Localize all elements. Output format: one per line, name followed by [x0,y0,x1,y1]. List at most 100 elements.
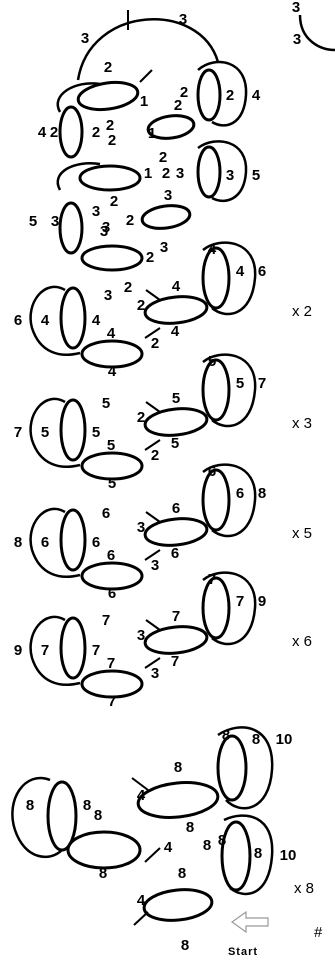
chain-arc [56,161,101,191]
stitch-count-label: 4 [252,87,261,104]
stitch-count-label: 2 [92,124,100,141]
stitch-count-label: 8 [14,534,22,551]
stitch-count-label: 6 [102,505,110,522]
ring-right [201,358,231,422]
stitch-count-label: 7 [171,653,179,670]
stitch-count-label: 2 [50,124,58,141]
stitch-count-label: 2 [162,165,170,182]
chain-arc [223,814,274,896]
top-chain-arc [76,18,220,81]
stitch-count-label: 6 [41,534,49,551]
hanging-chain-arc [29,397,81,468]
stitch-count-label: 4 [107,325,116,342]
picot-tick [144,847,161,863]
picot-tick [131,777,149,791]
ring-right-2 [196,145,222,199]
ring-center-bottom-3 [142,888,214,922]
stitch-count-label: 6 [92,534,100,551]
ring-center-3 [140,204,192,230]
ring-left [59,508,87,572]
stitch-count-label: 4 [108,363,117,380]
stitch-count-label: 2 [110,193,118,210]
ring-center-bottom-2 [66,830,142,870]
stitch-count-label: 1 [144,165,152,182]
stitch-count-label: 6 [14,312,22,329]
stitch-count-label: 6 [258,263,266,280]
stitch-count-label: 7 [92,642,100,659]
stitch-count-label: 5 [252,167,260,184]
stitch-count-label: 3 [51,213,59,230]
hash-mark: # [314,924,323,941]
stitch-count-label: 4 [137,787,146,804]
stitch-count-label: 4 [137,892,146,909]
stitch-count-label: 3 [92,203,100,220]
stitch-count-label: 2 [174,97,182,114]
stitch-count-label: 3 [100,223,108,240]
stitch-count-label: 2 [124,279,132,296]
chain-arc [217,726,274,810]
stitch-count-label: 3 [176,165,184,182]
stitch-count-label: 8 [99,865,107,882]
hanging-chain-arc [29,285,81,356]
stitch-count-label: 5 [29,213,37,230]
stitch-count-label: 7 [107,655,115,672]
stitch-count-label: 4 [164,839,173,856]
ring-center-bottom-1 [136,781,220,819]
stitch-count-label: 2 [137,297,145,314]
stitch-count-label: 8 [203,837,211,854]
ring-left-bottom [46,780,78,852]
picot-tick [144,327,161,339]
ring-top-center [76,80,140,112]
stitch-count-label: 4 [171,323,180,340]
hanging-chain-arc [202,353,257,428]
stitch-count-label: 7 [108,693,116,710]
stitch-count-label: 2 [106,117,114,134]
picot-tick [139,69,153,83]
hanging-chain-arc [202,571,257,646]
stitch-count-label: 8 [94,807,102,824]
stitch-count-label: 8 [26,797,34,814]
stitch-count-label: 4 [92,312,101,329]
stitch-count-label: 9 [14,642,22,659]
stitch-count-label: 7 [236,593,244,610]
repeat-count-label: x 5 [292,525,312,542]
picot-tick [145,401,161,413]
stitch-count-label: 6 [108,585,116,602]
stitch-count-label: 5 [172,390,180,407]
ring-center-left [80,339,144,369]
ring-center-right [143,295,209,325]
stitch-count-label: 5 [41,424,49,441]
stitch-count-label: 2 [151,335,159,352]
chain-arc [56,82,101,113]
stitch-count-label: 8 [186,819,194,836]
stitch-count-label: 8 [174,759,182,776]
stitch-count-label: 8 [218,832,226,849]
stitch-count-label: 5 [92,424,100,441]
stitch-count-label: 2 [151,447,159,464]
cropped-figure-arc [298,14,335,52]
repeat-count-label: x 2 [292,303,312,320]
stitch-count-label: 6 [172,500,180,517]
repeat-count-label: x 8 [294,880,314,897]
stitch-count-label: 4 [41,312,50,329]
picot-tick [144,549,161,561]
picot-tick [144,657,161,669]
stitch-count-label: 7 [208,571,216,588]
stitch-count-label: 2 [159,149,167,166]
stitch-count-label: 8 [254,845,262,862]
ring-center-right [143,407,209,437]
ring-left [59,286,87,350]
stitch-count-label: 2 [146,249,154,266]
stitch-count-label: 8 [222,727,230,744]
stitch-count-label: 6 [171,545,179,562]
stitch-count-label: 3 [151,557,159,574]
stitch-count-label: 7 [172,608,180,625]
ring-right-bottom-1 [216,734,248,802]
picot-tick [133,911,149,926]
stitch-count-label: 5 [107,437,115,454]
start-label: Start [228,946,258,958]
stitch-count-label: 3 [226,167,234,184]
stitch-count-label: 3 [137,519,145,536]
start-arrow-icon [230,910,269,934]
